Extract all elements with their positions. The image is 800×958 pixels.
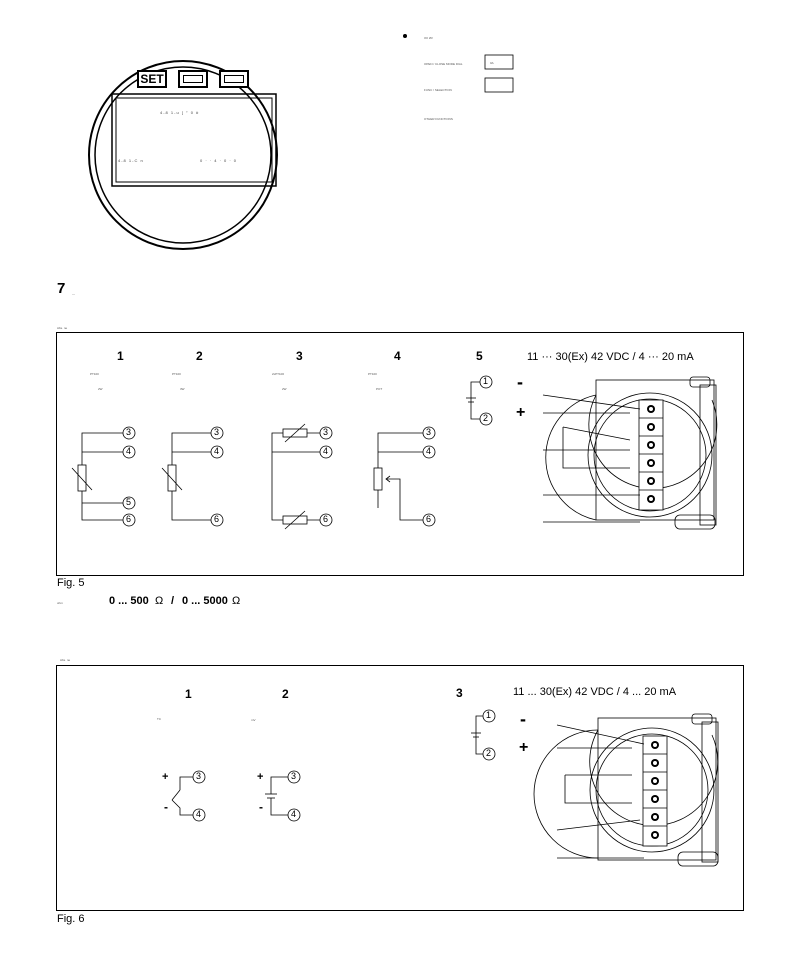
fig6-supply-label: 11 ... 30(Ex) 42 VDC / 4 ... 20 mA xyxy=(513,686,677,698)
fig5-col3-sub2: 2W xyxy=(282,387,287,391)
fig5-range-small: ohm xyxy=(57,601,63,605)
fig5-range-a: 0 ... 500 xyxy=(109,595,149,607)
fig5-label: Fig. 5 xyxy=(57,577,85,589)
lcd-line-1: 4-8 1-u [ ° 0 # xyxy=(160,110,200,115)
right-label-top: I/O I/R xyxy=(424,36,433,40)
fig5-col1-sub2: 2W xyxy=(98,387,103,391)
fig5-minus-sign: - xyxy=(517,372,523,392)
right-label-2: FUNC / SELECTION xyxy=(424,88,452,92)
fig6-col2-num: 2 xyxy=(282,687,289,701)
right-box-1-text: 0A xyxy=(490,61,494,65)
fig6-c2-minus: - xyxy=(259,800,263,814)
fig6-c2-plus: + xyxy=(257,771,264,783)
fig6-frame xyxy=(56,665,744,911)
fig5-range-b: / xyxy=(171,595,175,607)
fig5-col1-num: 1 xyxy=(117,349,124,363)
fig5-col5-num: 5 xyxy=(476,349,483,363)
fig6-c1-t3: 3 xyxy=(196,771,202,781)
fig6-col1-sub1: TC xyxy=(157,717,161,721)
down-button[interactable] xyxy=(219,70,249,88)
fig5-col2-sub2: 3W xyxy=(180,387,185,391)
section-number: 7 xyxy=(57,280,66,297)
fig5-c1-t3: 3 xyxy=(126,427,132,437)
right-label-3: OTHER FUNCTIONS xyxy=(424,117,453,121)
fig6-col1-num: 1 xyxy=(185,687,192,701)
fig6-label: Fig. 6 xyxy=(57,913,85,925)
fig5-caption-small: Abs. ne xyxy=(57,326,68,330)
fig5-c2-t3: 3 xyxy=(214,427,220,437)
fig6-c1-plus: + xyxy=(162,771,169,783)
fig5-c4-t6: 6 xyxy=(426,514,432,524)
fig5-c4-t4: 4 xyxy=(426,446,432,456)
fig5-frame xyxy=(56,332,744,576)
fig5-omega-a: Ω xyxy=(155,595,164,607)
fig5-c3-t4: 4 xyxy=(323,446,329,456)
fig6-plus-sign: + xyxy=(519,739,529,756)
set-button[interactable]: SET xyxy=(137,70,167,88)
fig5-c3-t3: 3 xyxy=(323,427,329,437)
section-title: — xyxy=(72,292,75,296)
lcd-line-2-right: 0 · · 4 · 0 · 0 xyxy=(200,158,238,163)
fig5-c2-t4: 4 xyxy=(214,446,220,456)
fig5-supply-label: 11 ··· 30(Ex) 42 VDC / 4 ··· 20 mA xyxy=(527,351,694,363)
fig5-col3-sub1: 2xPT100 xyxy=(272,372,285,376)
fig6-caption-small: Abs. ne xyxy=(60,658,71,662)
fig5-c5-t1: 1 xyxy=(483,376,489,386)
fig5-col2-sub1: PT100 xyxy=(172,372,181,376)
fig5-c3-t6: 6 xyxy=(323,514,329,524)
fig5-c1-t5: 5 xyxy=(126,497,132,507)
fig5-col2-num: 2 xyxy=(196,349,203,363)
fig6-col3-num: 3 xyxy=(456,686,463,700)
fig5-col4-sub2: POT xyxy=(376,387,383,391)
fig6-col2-sub1: mV xyxy=(251,718,256,722)
fig5-col3-num: 3 xyxy=(296,349,303,363)
fig6-c1-minus: - xyxy=(164,800,168,814)
fig5-col1-sub1: PT100 xyxy=(90,372,99,376)
fig5-omega-c: Ω xyxy=(232,595,241,607)
fig6-minus-sign: - xyxy=(520,709,526,729)
fig5-col4-sub1: PT100 xyxy=(368,372,377,376)
fig6-c2-t3: 3 xyxy=(291,771,297,781)
right-label-1: OPEN / CLOSE MODE DIAL xyxy=(424,62,463,66)
fig5-col4-num: 4 xyxy=(394,349,401,363)
fig6-c1-t4: 4 xyxy=(196,809,202,819)
fig6-c3-t2: 2 xyxy=(486,748,492,758)
up-button[interactable] xyxy=(178,70,208,88)
fig5-c4-t3: 3 xyxy=(426,427,432,437)
fig5-range-c: 0 ... 5000 xyxy=(182,595,228,607)
fig5-c5-t2: 2 xyxy=(483,413,489,423)
fig6-c3-t1: 1 xyxy=(486,710,492,720)
fig6-c2-t4: 4 xyxy=(291,809,297,819)
fig5-c1-t6: 6 xyxy=(126,514,132,524)
fig5-c2-t6: 6 xyxy=(214,514,220,524)
fig5-plus-sign: + xyxy=(516,404,526,421)
fig5-c1-t4: 4 xyxy=(126,446,132,456)
lcd-line-2-left: 4-8 1-C n xyxy=(118,158,144,163)
